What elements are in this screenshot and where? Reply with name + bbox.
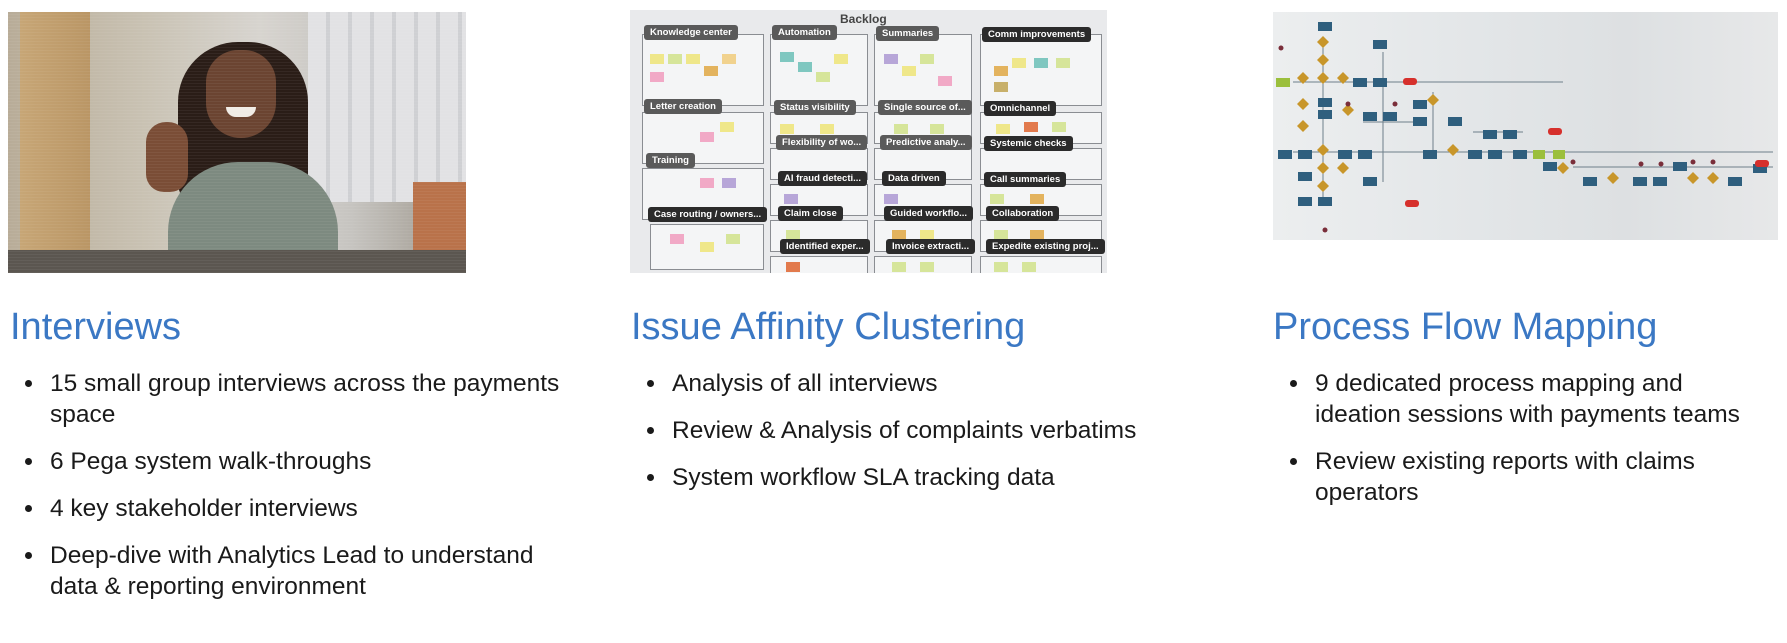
affinity-board-photo: Backlog xyxy=(630,10,1107,273)
list-item: System workflow SLA tracking data xyxy=(668,462,1136,493)
board-label: Knowledge center xyxy=(644,25,738,40)
board-label: Letter creation xyxy=(644,99,722,114)
process-flow-diagram xyxy=(1276,22,1773,233)
board-label: Invoice extracti... xyxy=(886,239,976,254)
list-item: Review existing reports with claims oper… xyxy=(1311,446,1771,508)
board-label: Identified exper... xyxy=(780,239,870,254)
process-flow-bullet-list: 9 dedicated process mapping and ideation… xyxy=(1273,368,1771,524)
list-item: 9 dedicated process mapping and ideation… xyxy=(1311,368,1771,430)
affinity-heading: Issue Affinity Clustering xyxy=(631,306,1026,348)
interviews-bullet-list: 15 small group interviews across the pay… xyxy=(8,368,568,618)
board-label: Flexibility of wo... xyxy=(776,135,868,150)
board-label: Automation xyxy=(772,25,837,40)
list-item: 6 Pega system walk-throughs xyxy=(46,446,568,477)
board-label: Single source of... xyxy=(878,100,972,115)
board-title: Backlog xyxy=(840,12,887,26)
board-label: Comm improvements xyxy=(982,27,1092,42)
board-label: Guided workflo... xyxy=(884,206,974,221)
process-flow-photo xyxy=(1273,12,1778,240)
list-item: 15 small group interviews across the pay… xyxy=(46,368,568,430)
board-label: Expedite existing proj... xyxy=(986,239,1105,254)
board-label: Training xyxy=(646,153,695,168)
affinity-bullet-list: Analysis of all interviews Review & Anal… xyxy=(630,368,1136,509)
board-label: Claim close xyxy=(778,206,843,221)
board-label: Summaries xyxy=(876,26,940,41)
list-item: 4 key stakeholder interviews xyxy=(46,493,568,524)
board-label: Case routing / owners... xyxy=(648,207,768,222)
board-label: Predictive analy... xyxy=(880,135,972,150)
process-flow-heading: Process Flow Mapping xyxy=(1273,306,1658,348)
list-item: Deep-dive with Analytics Lead to underst… xyxy=(46,540,568,602)
list-item: Analysis of all interviews xyxy=(668,368,1136,399)
board-label: Call summaries xyxy=(984,172,1067,187)
list-item: Review & Analysis of complaints verbatim… xyxy=(668,415,1136,446)
board-label: Collaboration xyxy=(986,206,1060,221)
board-label: Systemic checks xyxy=(984,136,1073,151)
board-label: Data driven xyxy=(882,171,946,186)
board-label: Omnichannel xyxy=(984,101,1057,116)
board-label: AI fraud detecti... xyxy=(778,171,868,186)
board-label: Status visibility xyxy=(774,100,856,115)
interviews-heading: Interviews xyxy=(10,306,182,348)
interview-photo xyxy=(8,12,466,273)
